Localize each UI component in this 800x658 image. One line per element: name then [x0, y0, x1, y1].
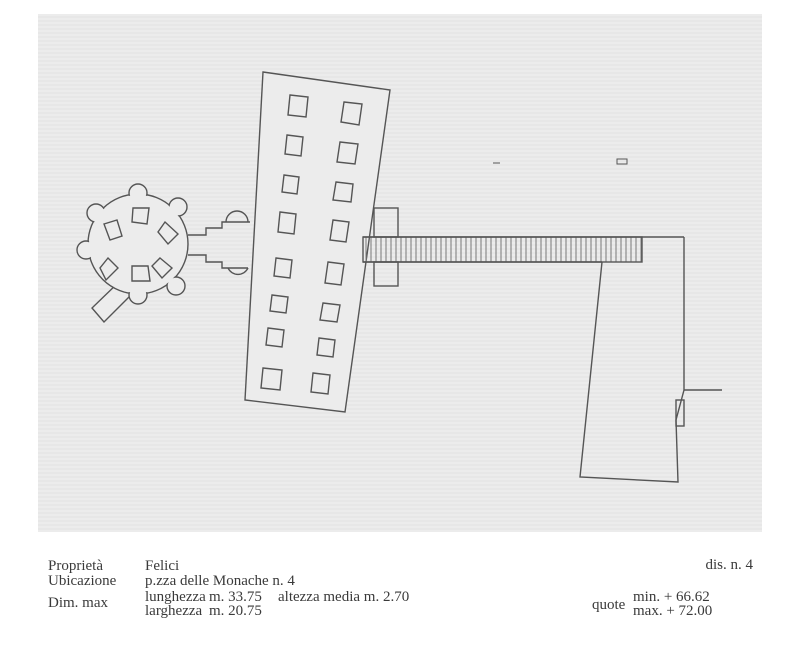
width-value: m. 20.75	[209, 603, 262, 619]
drawing-number: dis. n. 4	[705, 557, 753, 573]
east-building	[579, 237, 722, 483]
average-height: altezza media m. 2.70	[278, 589, 410, 605]
width-label: larghezza	[145, 603, 203, 619]
passage-east	[362, 207, 684, 287]
location-value: p.zza delle Monache n. 4	[145, 573, 295, 589]
corridor-west	[188, 210, 250, 276]
elevation-max: max. + 72.00	[633, 603, 713, 619]
location-label: Ubicazione	[48, 573, 117, 589]
elevation-min: min. + 66.62	[633, 589, 710, 605]
rotunda	[76, 183, 189, 324]
dimensions-label: Dim. max	[48, 595, 108, 611]
elevation-label: quote	[592, 597, 626, 613]
property-label: Proprietà	[48, 558, 103, 574]
scale-bar	[493, 158, 628, 165]
main-hall	[244, 71, 391, 413]
length-label: lunghezza	[145, 589, 206, 605]
length-value: m. 33.75	[209, 589, 262, 605]
property-value: Felici	[145, 558, 180, 574]
